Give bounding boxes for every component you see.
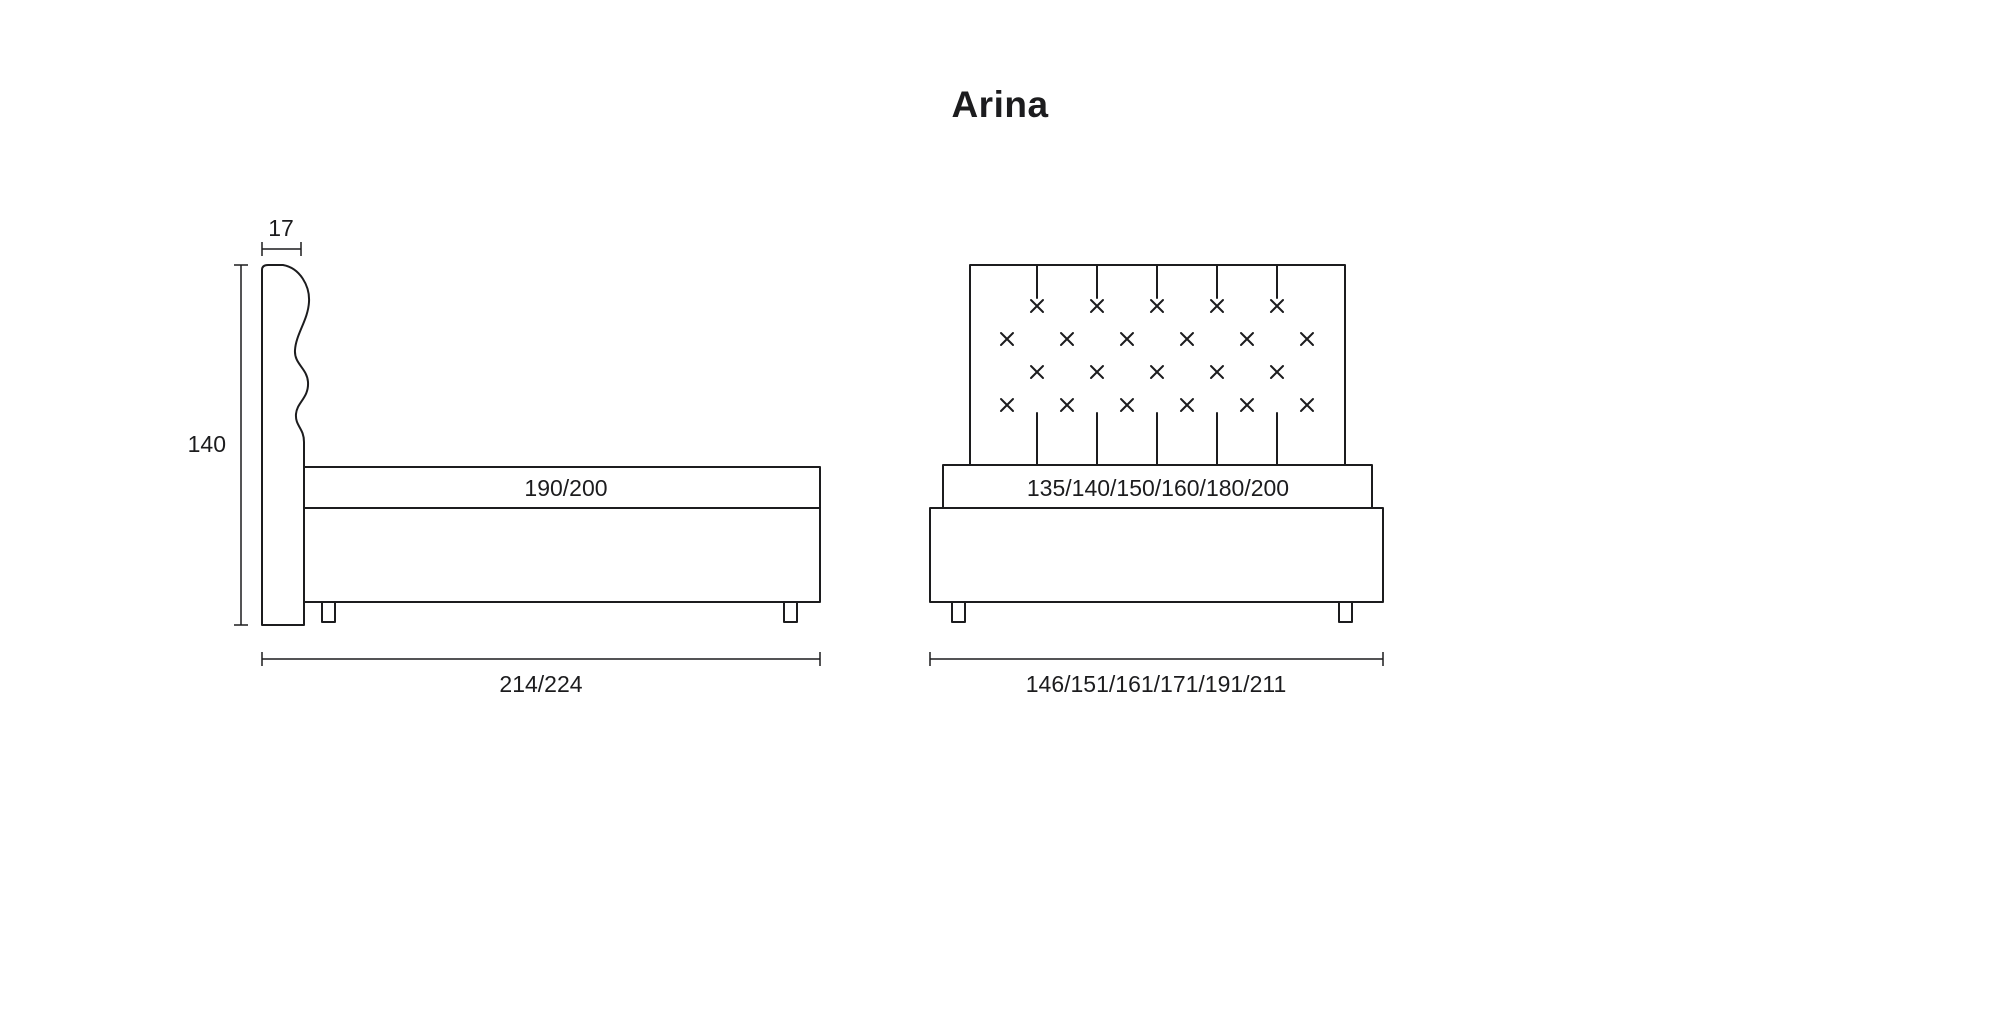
tufting-button-icon — [1060, 332, 1074, 346]
dim-mattress-width-label: 135/140/150/160/180/200 — [1027, 475, 1289, 501]
dim-mattress-length-label: 190/200 — [524, 475, 607, 501]
tufting-button-icon — [1210, 365, 1224, 379]
tufting-button-icon — [1300, 398, 1314, 412]
bed-leg-icon — [783, 601, 798, 623]
page-title: Arina — [951, 84, 1049, 125]
tufting-button-icon — [1270, 299, 1284, 313]
headboard-side-profile — [261, 264, 311, 626]
dim-height-label: 140 — [188, 431, 226, 457]
tufting-button-icon — [1030, 299, 1044, 313]
tufting-button-icon — [1120, 398, 1134, 412]
dim-total-width-label: 146/151/161/171/191/211 — [1026, 671, 1287, 697]
tufting-button-icon — [1000, 398, 1014, 412]
tufting-button-icon — [1180, 398, 1194, 412]
tufting-button-icon — [1300, 332, 1314, 346]
dim-headboard-depth-label: 17 — [268, 215, 294, 241]
dim-headboard-depth-line — [261, 242, 302, 256]
bed-leg-icon — [1338, 601, 1353, 623]
bed-leg-icon — [321, 601, 336, 623]
bed-leg-icon — [951, 601, 966, 623]
tufting-button-icon — [1180, 332, 1194, 346]
tufting-button-icon — [1270, 365, 1284, 379]
tufting-button-icon — [1090, 365, 1104, 379]
bedframe-front — [929, 507, 1384, 603]
bedframe-side — [303, 507, 821, 603]
tufting-button-icon — [1150, 365, 1164, 379]
dim-total-length-line — [261, 652, 821, 666]
side-view: 17 140 190/200 214/224 — [188, 215, 821, 697]
tufting-button-icon — [1150, 299, 1164, 313]
tufting-button-icon — [1000, 332, 1014, 346]
tufting-button-icon — [1240, 398, 1254, 412]
dim-total-length-label: 214/224 — [499, 671, 582, 697]
tufting-button-icon — [1240, 332, 1254, 346]
tufting-button-icon — [1060, 398, 1074, 412]
dim-total-width-line — [929, 652, 1384, 666]
tufting-buttons — [1000, 299, 1314, 412]
front-view: 135/140/150/160/180/200 146/151/161/171/… — [929, 264, 1384, 697]
tufting-fold-lines-top — [1036, 265, 1278, 299]
tufting-fold-lines-bottom — [1036, 412, 1278, 465]
tufting-button-icon — [1210, 299, 1224, 313]
dim-height-line — [234, 264, 248, 626]
tufting-button-icon — [1030, 365, 1044, 379]
tufting-button-icon — [1090, 299, 1104, 313]
tufting-button-icon — [1120, 332, 1134, 346]
